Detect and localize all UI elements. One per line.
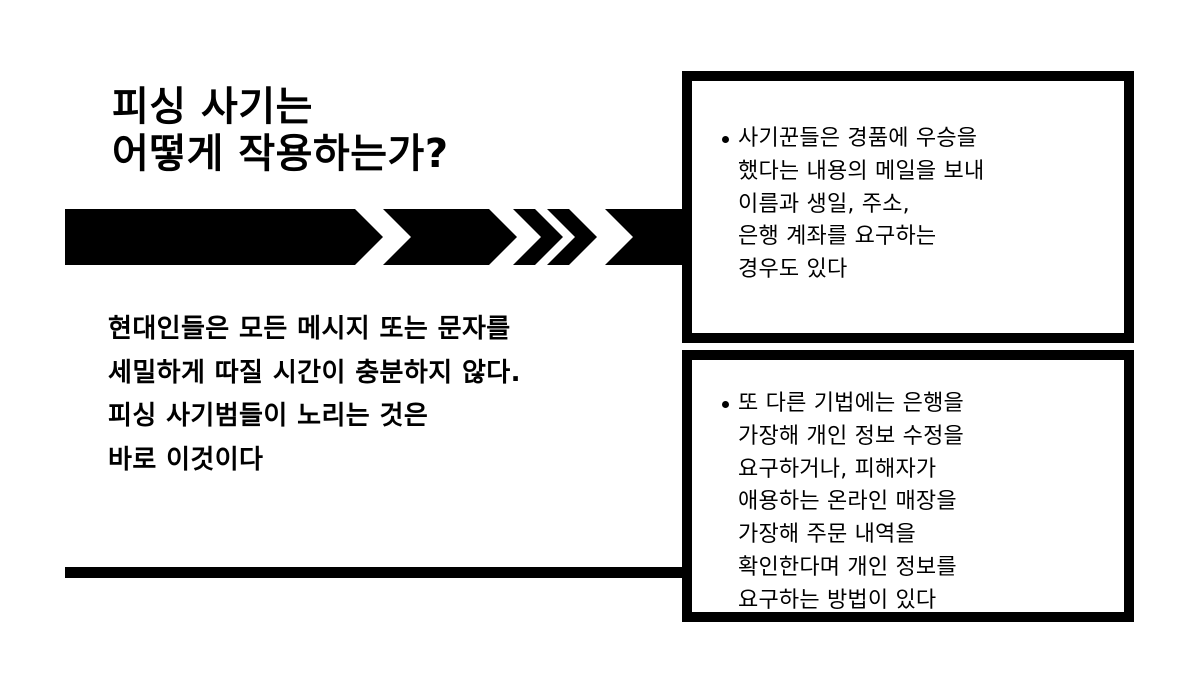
info-box-2: 또 다른 기법에는 은행을 가장해 개인 정보 수정을 요구하거나, 피해자가 … [682, 350, 1134, 622]
chevron-arrow-banner-icon [65, 209, 683, 265]
info-box-1: 사기꾼들은 경품에 우승을 했다는 내용의 메일을 보내 이름과 생일, 주소,… [682, 71, 1134, 343]
bullet-point-icon [722, 136, 729, 143]
list-item: 또 다른 기법에는 은행을 가장해 개인 정보 수정을 요구하거나, 피해자가 … [722, 388, 1108, 617]
list-item: 사기꾼들은 경품에 우승을 했다는 내용의 메일을 보내 이름과 생일, 주소,… [722, 123, 1108, 287]
bullet-point-icon [722, 401, 729, 408]
body-paragraph: 현대인들은 모든 메시지 또는 문자를 세밀하게 따질 시간이 충분하지 않다.… [108, 314, 521, 476]
page-title: 피싱 사기는 어떻게 작용하는가? [112, 84, 449, 177]
info-box-1-text: 사기꾼들은 경품에 우승을 했다는 내용의 메일을 보내 이름과 생일, 주소,… [738, 126, 985, 283]
bottom-divider-rule [65, 567, 683, 578]
info-box-2-text: 또 다른 기법에는 은행을 가장해 개인 정보 수정을 요구하거나, 피해자가 … [738, 391, 964, 613]
